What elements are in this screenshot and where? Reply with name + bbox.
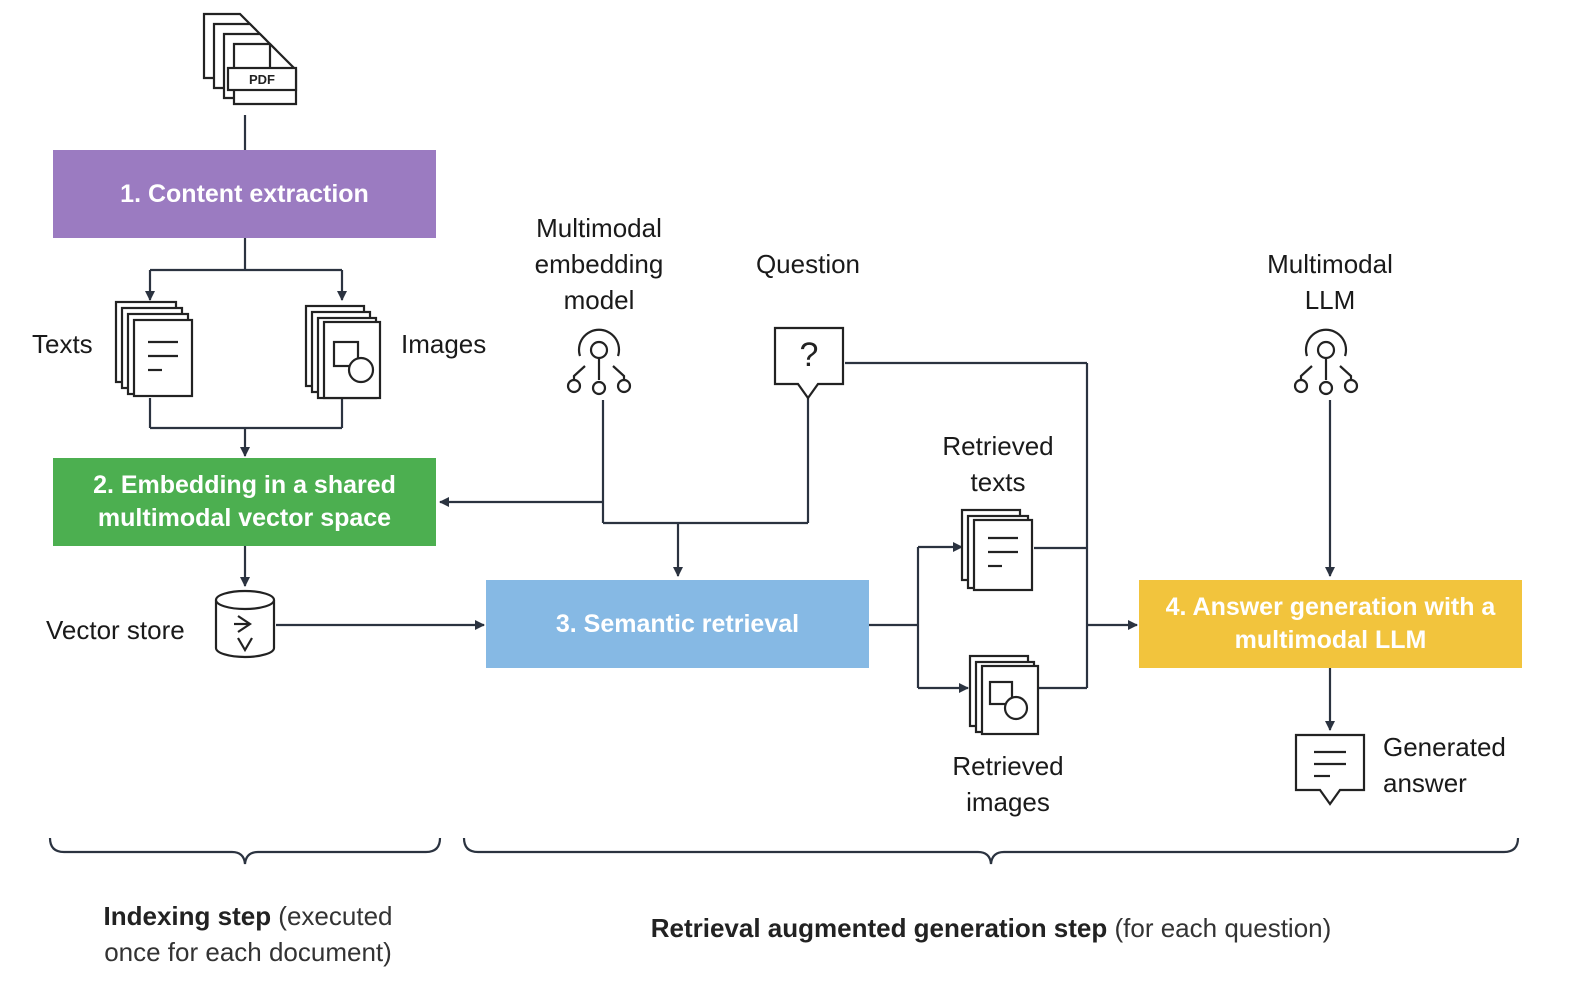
multimodal-llm-line1: Multimodal — [1267, 249, 1393, 279]
pdf-label: PDF — [249, 72, 275, 87]
image-docs-icon — [304, 304, 382, 400]
neural-model-icon-llm — [1293, 328, 1359, 396]
indexing-step-note-line2: once for each document) — [104, 937, 392, 967]
embedding-model-line1: Multimodal — [536, 213, 662, 243]
indexing-step-title: Indexing step — [103, 901, 272, 931]
answer-generation-label-line1: 4. Answer generation with a — [1165, 593, 1496, 621]
vector-store-label: Vector store — [46, 615, 185, 645]
retrieved-texts-line2: texts — [970, 467, 1026, 497]
question-label: Question — [755, 249, 861, 279]
multimodal-llm-label: Multimodal LLM — [1240, 246, 1420, 318]
database-icon — [214, 589, 276, 659]
retrieved-texts-label: Retrieved texts — [918, 428, 1078, 500]
generated-answer-line2: answer — [1383, 768, 1467, 798]
retrieved-images-line2: images — [966, 787, 1050, 817]
semantic-retrieval-box: 3. Semantic retrieval — [486, 580, 869, 668]
answer-generation-box: 4. Answer generation with a multimodal L… — [1139, 580, 1522, 668]
retrieved-images-icon — [968, 654, 1040, 736]
indexing-step-caption: Indexing step (executed once for each do… — [60, 898, 436, 970]
embedding-model-label: Multimodal embedding model — [509, 210, 689, 318]
rag-step-note: (for each question) — [1107, 913, 1332, 943]
neural-model-icon — [566, 328, 632, 396]
pdf-stack-icon — [202, 12, 298, 106]
embedding-label-line2: multimodal vector space — [97, 504, 392, 532]
answer-generation-label-line2: multimodal LLM — [1234, 626, 1427, 654]
retrieved-texts-icon — [960, 508, 1034, 592]
content-extraction-box: 1. Content extraction — [53, 150, 436, 238]
text-docs-icon — [114, 300, 194, 398]
question-mark: ? — [799, 336, 819, 374]
semantic-retrieval-label: 3. Semantic retrieval — [555, 609, 800, 638]
indexing-step-note: (executed — [271, 901, 393, 931]
generated-answer-label: Generated answer — [1383, 729, 1506, 801]
texts-label: Texts — [32, 329, 93, 359]
rag-step-caption: Retrieval augmented generation step (for… — [560, 910, 1422, 946]
answer-bubble-icon — [1294, 733, 1366, 806]
embedding-label-line1: 2. Embedding in a shared — [93, 471, 396, 499]
retrieved-images-line1: Retrieved — [952, 751, 1064, 781]
embedding-model-line2: embedding — [534, 249, 664, 279]
question-bubble-icon — [773, 326, 845, 400]
embedding-box: 2. Embedding in a shared multimodal vect… — [53, 458, 436, 546]
content-extraction-label: 1. Content extraction — [120, 179, 369, 208]
generated-answer-line1: Generated — [1383, 732, 1506, 762]
rag-step-title: Retrieval augmented generation step — [650, 913, 1108, 943]
retrieved-images-label: Retrieved images — [928, 748, 1088, 820]
embedding-model-line3: model — [563, 285, 635, 315]
multimodal-llm-line2: LLM — [1304, 285, 1356, 315]
retrieved-texts-line1: Retrieved — [942, 431, 1054, 461]
images-label: Images — [401, 329, 487, 359]
